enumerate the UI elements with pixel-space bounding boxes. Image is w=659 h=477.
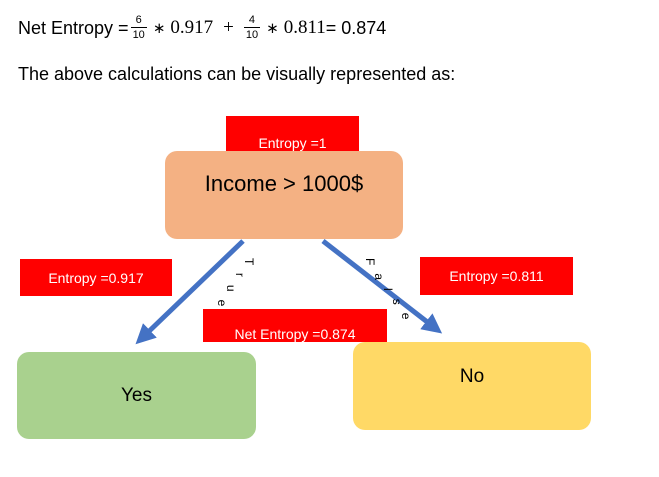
net-entropy-label: Net Entropy =0.874 [203,309,387,342]
root-node-label: Income > 1000$ [204,171,364,196]
yes-leaf-node: Yes [17,352,256,439]
multiply-sign-one: ∗ [152,19,166,37]
net-entropy-text: Net Entropy =0.874 [234,326,356,342]
net-entropy-formula: Net Entropy = 6 10 ∗ 0.917 + 4 10 ∗ 0.81… [18,8,386,48]
yes-node-label: Yes [121,384,152,406]
true-edge-label: Tr u e [215,258,256,307]
entropy-value-two: 0.811 [283,17,326,38]
true-label-letter: r [233,273,247,277]
fraction-one-numerator: 6 [135,14,142,26]
false-label-letter: F [363,258,377,265]
fraction-two-denominator: 10 [243,27,261,41]
root-entropy-label: Entropy =1 [226,116,359,151]
false-label-letter: s [390,299,404,305]
fraction-two: 4 10 [243,14,261,42]
root-decision-node: Income > 1000$ [165,151,403,239]
entropy-value-one: 0.917 [170,17,214,38]
formula-label: Net Entropy = [18,17,129,38]
true-label-letter: T [242,258,256,266]
true-label-letter: u [224,285,238,292]
true-label-letter: e [215,300,229,307]
left-entropy-label: Entropy =0.917 [20,259,172,296]
no-node-label: No [459,366,485,387]
fraction-one-denominator: 10 [130,27,147,41]
left-entropy-text: Entropy =0.917 [48,269,144,286]
multiply-sign-two: ∗ [266,19,279,37]
right-entropy-label: Entropy =0.811 [420,257,573,295]
formula-result: = 0.874 [325,17,387,38]
fraction-two-numerator: 4 [248,14,256,26]
fraction-one: 6 10 [130,14,147,42]
plus-sign: + [223,17,234,38]
false-label-letter: l [381,288,395,291]
false-label-letter: e [399,313,413,320]
no-leaf-node: No [353,342,591,430]
false-label-letter: a [372,273,386,280]
root-entropy-text: Entropy =1 [258,135,327,151]
subtitle-text: The above calculations can be visually r… [18,64,456,84]
right-entropy-text: Entropy =0.811 [449,268,544,284]
